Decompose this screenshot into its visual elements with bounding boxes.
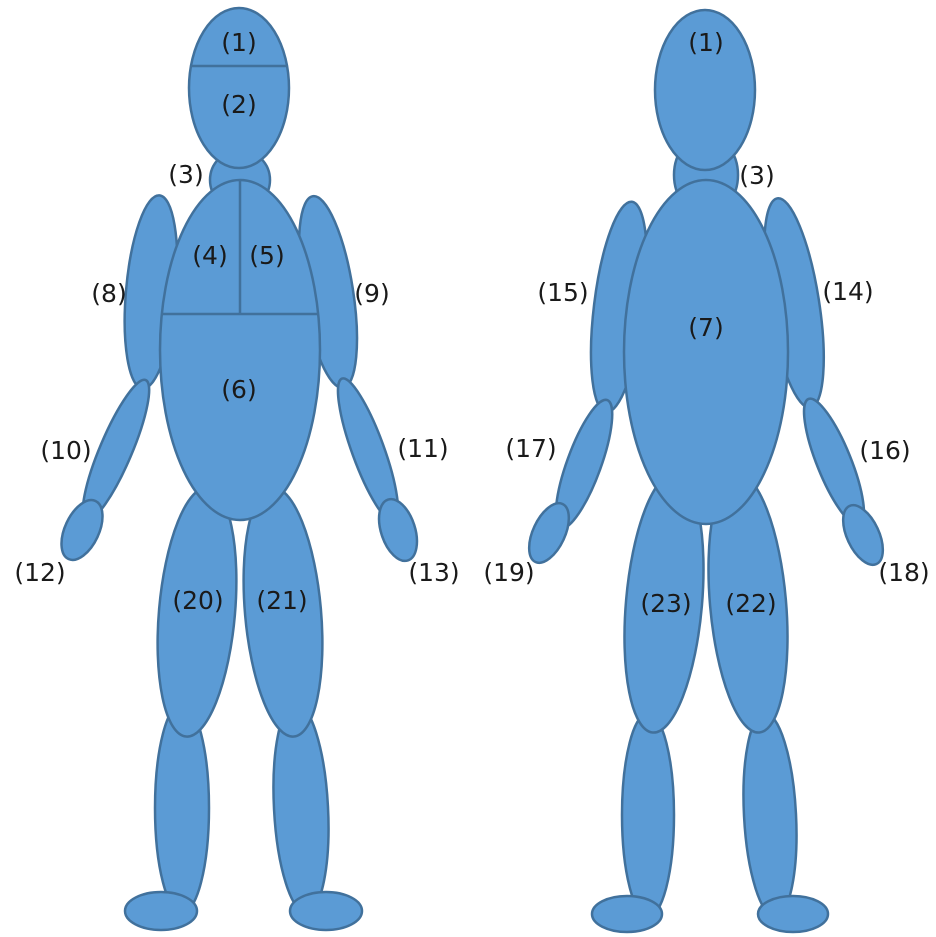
front-label-abdomen: (6): [221, 375, 256, 404]
back-lower-leg-right[interactable]: [739, 712, 802, 918]
back-lower-leg-left[interactable]: [622, 713, 674, 917]
back-label-hand-right: (18): [878, 558, 929, 587]
front-label-forearm-left: (11): [397, 434, 448, 463]
front-label-hand-right: (12): [14, 558, 65, 587]
front-foot-left[interactable]: [290, 892, 362, 930]
back-label-thigh-right: (22): [725, 589, 776, 618]
back-label-hand-left: (19): [483, 558, 534, 587]
front-view-figure: [53, 8, 424, 930]
back-label-forearm-right: (16): [859, 436, 910, 465]
back-foot-left[interactable]: [592, 896, 662, 932]
back-torso[interactable]: [624, 180, 788, 524]
back-view-figure: [521, 10, 891, 932]
front-label-upper-arm-left: (9): [354, 279, 389, 308]
front-label-neck: (3): [168, 160, 203, 189]
front-label-thigh-right: (20): [172, 586, 223, 615]
front-foot-right[interactable]: [125, 892, 197, 930]
front-label-head-top: (1): [221, 28, 256, 57]
front-label-face: (2): [221, 90, 256, 119]
back-label-upper-arm-left: (15): [537, 278, 588, 307]
front-label-chest-left: (5): [249, 241, 284, 270]
front-label-thigh-left: (21): [256, 586, 307, 615]
front-label-forearm-right: (10): [40, 436, 91, 465]
back-foot-right[interactable]: [758, 896, 828, 932]
back-label-head: (1): [688, 28, 723, 57]
front-label-chest-right: (4): [192, 241, 227, 270]
back-label-neck: (3): [739, 161, 774, 190]
back-label-back: (7): [688, 313, 723, 342]
back-label-upper-arm-right: (14): [822, 277, 873, 306]
back-label-thigh-left: (23): [640, 589, 691, 618]
back-label-forearm-left: (17): [505, 434, 556, 463]
front-label-hand-left: (13): [408, 558, 459, 587]
front-label-upper-arm-right: (8): [91, 279, 126, 308]
